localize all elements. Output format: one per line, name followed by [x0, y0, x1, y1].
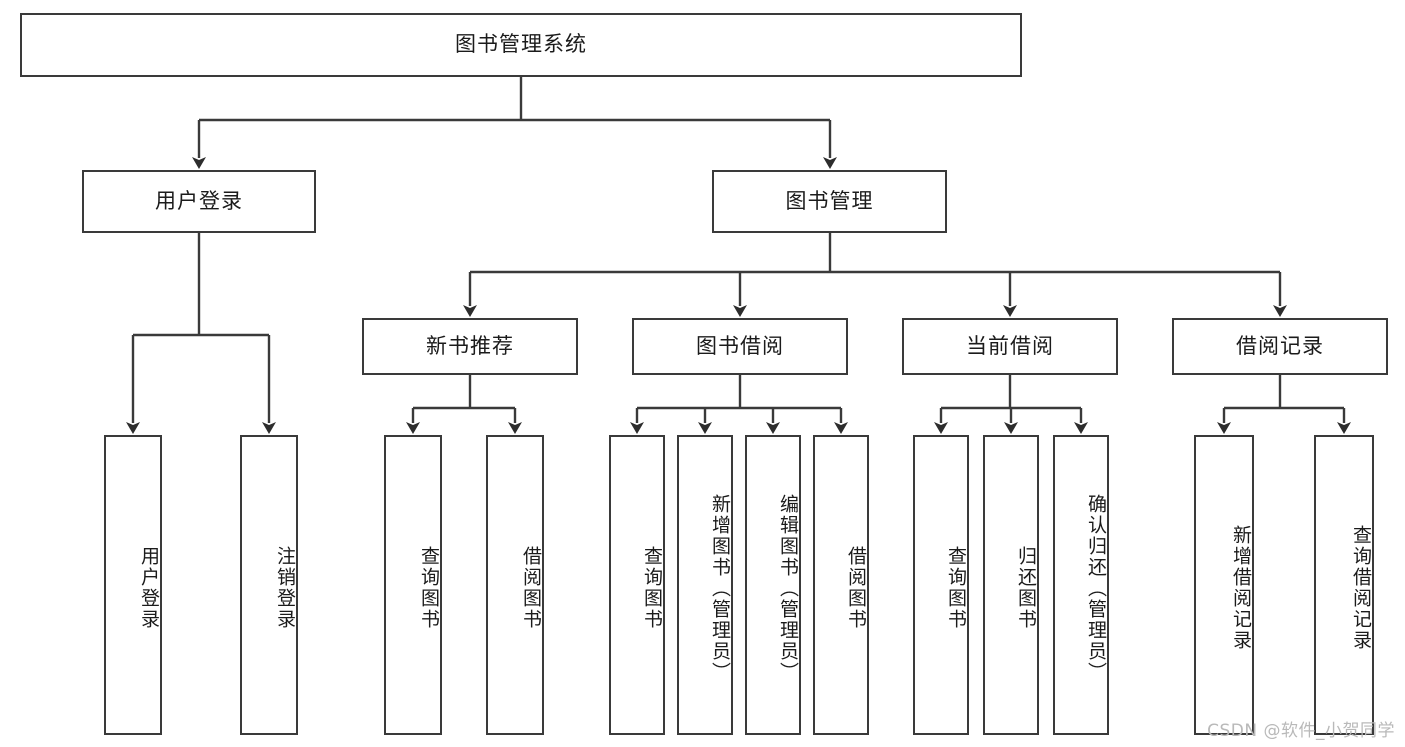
leaf-user-login[interactable]: 用户登录 — [104, 435, 162, 735]
leaf-query-book-2-label: 查询图书 — [641, 546, 663, 630]
node-book-borrow-label: 图书借阅 — [696, 333, 784, 358]
leaf-confirm-return[interactable]: 确认归还（管理员） — [1053, 435, 1109, 735]
leaf-add-borrow-record[interactable]: 新增借阅记录 — [1194, 435, 1254, 735]
node-root[interactable]: 图书管理系统 — [20, 13, 1022, 77]
node-book-borrow[interactable]: 图书借阅 — [632, 318, 848, 375]
leaf-query-borrow-record[interactable]: 查询借阅记录 — [1314, 435, 1374, 735]
leaf-query-book-1-label: 查询图书 — [418, 546, 440, 630]
node-book-management-label: 图书管理 — [785, 188, 874, 213]
node-current-borrow-label: 当前借阅 — [966, 333, 1054, 358]
leaf-add-book[interactable]: 新增图书（管理员） — [677, 435, 733, 735]
leaf-borrow-book-1[interactable]: 借阅图书 — [486, 435, 544, 735]
node-current-borrow[interactable]: 当前借阅 — [902, 318, 1118, 375]
leaf-query-borrow-record-label: 查询借阅记录 — [1350, 525, 1372, 651]
leaf-edit-book[interactable]: 编辑图书（管理员） — [745, 435, 801, 735]
watermark: CSDN @软件_小贺同学 — [1207, 721, 1395, 741]
leaf-user-login-label: 用户登录 — [138, 546, 160, 630]
leaf-query-book-3[interactable]: 查询图书 — [913, 435, 969, 735]
leaf-edit-book-label: 编辑图书（管理员） — [777, 493, 799, 683]
leaf-logout-login[interactable]: 注销登录 — [240, 435, 298, 735]
leaf-return-book[interactable]: 归还图书 — [983, 435, 1039, 735]
leaf-logout-login-label: 注销登录 — [274, 546, 296, 630]
node-borrow-record[interactable]: 借阅记录 — [1172, 318, 1388, 375]
node-borrow-record-label: 借阅记录 — [1236, 333, 1324, 358]
leaf-add-book-label: 新增图书（管理员） — [709, 493, 731, 683]
node-root-label: 图书管理系统 — [455, 32, 587, 57]
leaf-query-book-2[interactable]: 查询图书 — [609, 435, 665, 735]
leaf-confirm-return-label: 确认归还（管理员） — [1085, 493, 1107, 683]
node-user-login[interactable]: 用户登录 — [82, 170, 316, 233]
leaf-borrow-book-1-label: 借阅图书 — [520, 546, 542, 630]
node-book-management[interactable]: 图书管理 — [712, 170, 947, 233]
leaf-add-borrow-record-label: 新增借阅记录 — [1230, 525, 1252, 651]
leaf-return-book-label: 归还图书 — [1015, 546, 1037, 630]
leaf-query-book-3-label: 查询图书 — [945, 546, 967, 630]
leaf-borrow-book-2[interactable]: 借阅图书 — [813, 435, 869, 735]
node-new-book-recommend-label: 新书推荐 — [426, 333, 514, 358]
leaf-query-book-1[interactable]: 查询图书 — [384, 435, 442, 735]
node-new-book-recommend[interactable]: 新书推荐 — [362, 318, 578, 375]
leaf-borrow-book-2-label: 借阅图书 — [845, 546, 867, 630]
node-user-login-label: 用户登录 — [155, 188, 243, 213]
